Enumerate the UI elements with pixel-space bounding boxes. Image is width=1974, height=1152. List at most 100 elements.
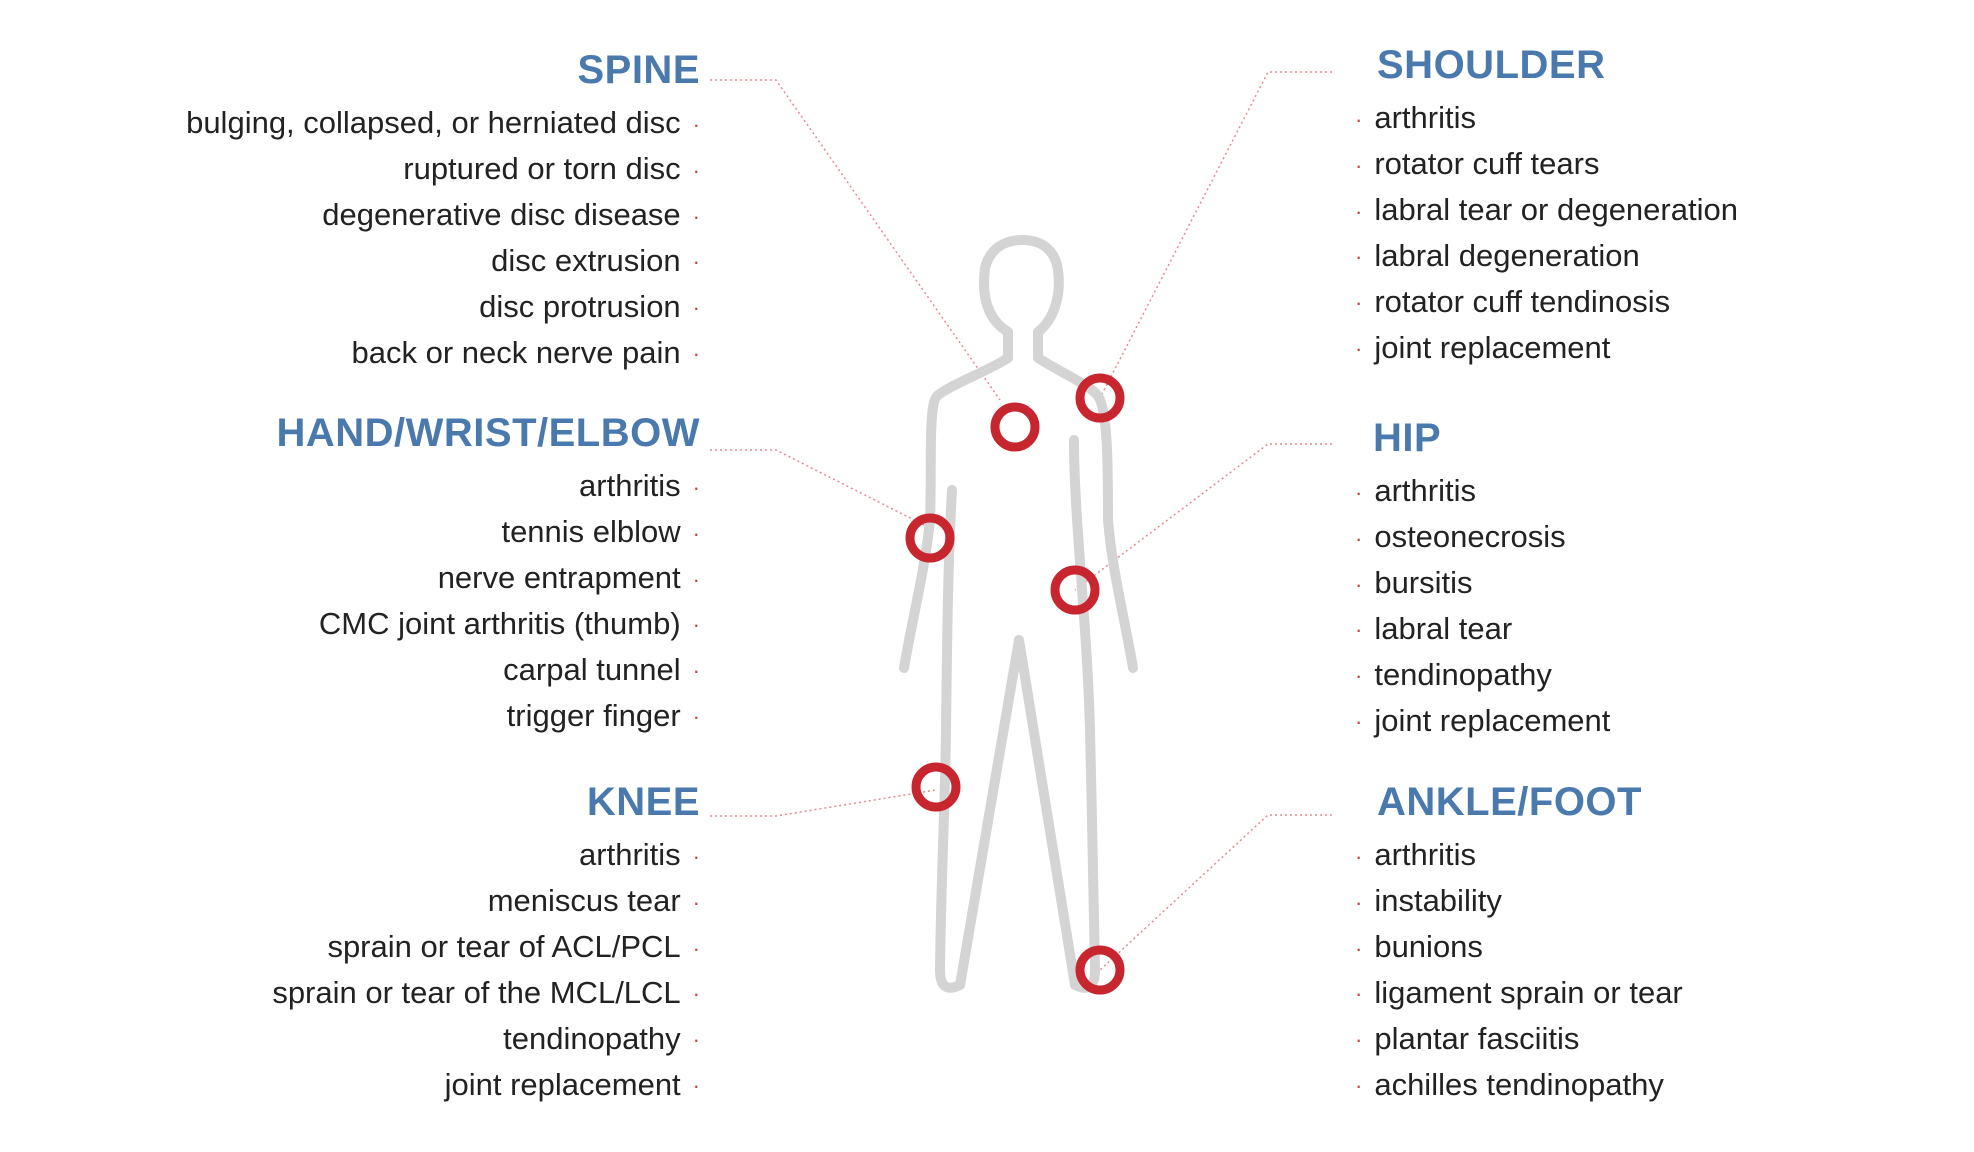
bullet-dot: · (1355, 889, 1363, 915)
list-item: carpal tunnel· (60, 648, 700, 694)
bullet-dot: · (692, 981, 700, 1007)
knee-connector (710, 789, 937, 817)
list-item: ·rotator cuff tears (1355, 142, 1974, 188)
list-item: ·osteonecrosis (1355, 515, 1974, 561)
list-item: ·labral tear or degeneration (1355, 188, 1974, 234)
body-outer-outline (899, 327, 1138, 673)
bullet-dot: · (692, 1027, 700, 1053)
list-item: ·labral degeneration (1355, 234, 1974, 280)
hip-list: ·arthritis ·osteonecrosis ·bursitis ·lab… (1355, 469, 1974, 744)
knee-section: KNEE arthritis· meniscus tear· sprain or… (60, 777, 700, 1108)
list-item: ·arthritis (1355, 469, 1974, 515)
hand-connector (710, 449, 931, 529)
hand-marker (905, 513, 955, 563)
list-item: ·joint replacement (1355, 699, 1974, 745)
list-item: arthritis· (60, 464, 700, 510)
shoulder-marker (1075, 373, 1125, 423)
list-item: bulging, collapsed, or herniated disc· (60, 101, 700, 147)
list-item: ·ligament sprain or tear (1355, 971, 1974, 1017)
knee-marker (911, 762, 961, 812)
list-item: degenerative disc disease· (60, 193, 700, 239)
bullet-dot: · (692, 1073, 700, 1099)
bullet-dot: · (692, 341, 700, 367)
spine-connector (710, 79, 1001, 401)
bullet-dot: · (1355, 935, 1363, 961)
bullet-dot: · (692, 612, 700, 638)
spine-title: SPINE (577, 48, 700, 92)
ankle-title: ANKLE/FOOT (1377, 780, 1642, 824)
list-item: ·bunions (1355, 925, 1974, 971)
list-item: ·plantar fasciitis (1355, 1017, 1974, 1063)
hip-title: HIP (1373, 416, 1442, 460)
bullet-dot: · (1355, 843, 1363, 869)
knee-list: arthritis· meniscus tear· sprain or tear… (60, 833, 700, 1108)
head-shape (979, 235, 1064, 337)
list-item: tendinopathy· (60, 1017, 700, 1063)
list-item: disc extrusion· (60, 239, 700, 285)
list-item: ·bursitis (1355, 561, 1974, 607)
bullet-dot: · (692, 889, 700, 915)
list-item: ·rotator cuff tendinosis (1355, 280, 1974, 326)
hand-title: HAND/WRIST/ELBOW (276, 411, 700, 455)
bullet-dot: · (692, 295, 700, 321)
list-item: ·arthritis (1355, 96, 1974, 142)
list-item: nerve entrapment· (60, 556, 700, 602)
bullet-dot: · (1355, 571, 1363, 597)
shoulder-title: SHOULDER (1377, 43, 1606, 87)
list-item: ·tendinopathy (1355, 653, 1974, 699)
hand-section: HAND/WRIST/ELBOW arthritis· tennis elblo… (60, 408, 700, 739)
bullet-dot: · (1355, 709, 1363, 735)
shoulder-connector (1099, 71, 1332, 399)
list-item: ·joint replacement (1355, 326, 1974, 372)
list-item: trigger finger· (60, 694, 700, 740)
bullet-dot: · (692, 704, 700, 730)
bullet-dot: · (1355, 981, 1363, 1007)
list-item: ·instability (1355, 879, 1974, 925)
left-leg-outline (935, 485, 1024, 993)
list-item: ·achilles tendinopathy (1355, 1063, 1974, 1109)
spine-marker (990, 402, 1040, 452)
list-item: ·labral tear (1355, 607, 1974, 653)
ankle-connector (1099, 814, 1332, 971)
bullet-dot: · (692, 843, 700, 869)
bullet-dot: · (692, 658, 700, 684)
bullet-dot: · (692, 249, 700, 275)
list-item: CMC joint arthritis (thumb)· (60, 602, 700, 648)
list-item: disc protrusion· (60, 285, 700, 331)
bullet-dot: · (1355, 106, 1363, 132)
bullet-dot: · (1355, 525, 1363, 551)
bullet-dot: · (1355, 1073, 1363, 1099)
bullet-dot: · (692, 203, 700, 229)
hip-marker (1050, 565, 1100, 615)
list-item: meniscus tear· (60, 879, 700, 925)
list-item: tennis elblow· (60, 510, 700, 556)
spine-list: bulging, collapsed, or herniated disc· r… (60, 101, 700, 376)
hand-list: arthritis· tennis elblow· nerve entrapme… (60, 464, 700, 739)
list-item: sprain or tear of ACL/PCL· (60, 925, 700, 971)
list-item: arthritis· (60, 833, 700, 879)
hip-connector (1074, 443, 1332, 591)
bullet-dot: · (692, 474, 700, 500)
bullet-dot: · (1355, 152, 1363, 178)
bullet-dot: · (692, 520, 700, 546)
right-leg-outline (1014, 435, 1100, 993)
knee-title: KNEE (586, 780, 700, 824)
list-item: back or neck nerve pain· (60, 331, 700, 377)
bullet-dot: · (692, 111, 700, 137)
bullet-dot: · (692, 157, 700, 183)
list-item: ruptured or torn disc· (60, 147, 700, 193)
list-item: joint replacement· (60, 1063, 700, 1109)
bullet-dot: · (1355, 617, 1363, 643)
shoulder-list: ·arthritis ·rotator cuff tears ·labral t… (1355, 96, 1974, 371)
bullet-dot: · (1355, 198, 1363, 224)
ankle-section: ANKLE/FOOT ·arthritis ·instability ·buni… (1355, 777, 1974, 1108)
bullet-dot: · (1355, 244, 1363, 270)
bullet-dot: · (692, 566, 700, 592)
bullet-dot: · (1355, 336, 1363, 362)
spine-section: SPINE bulging, collapsed, or herniated d… (60, 45, 700, 376)
bullet-dot: · (1355, 290, 1363, 316)
